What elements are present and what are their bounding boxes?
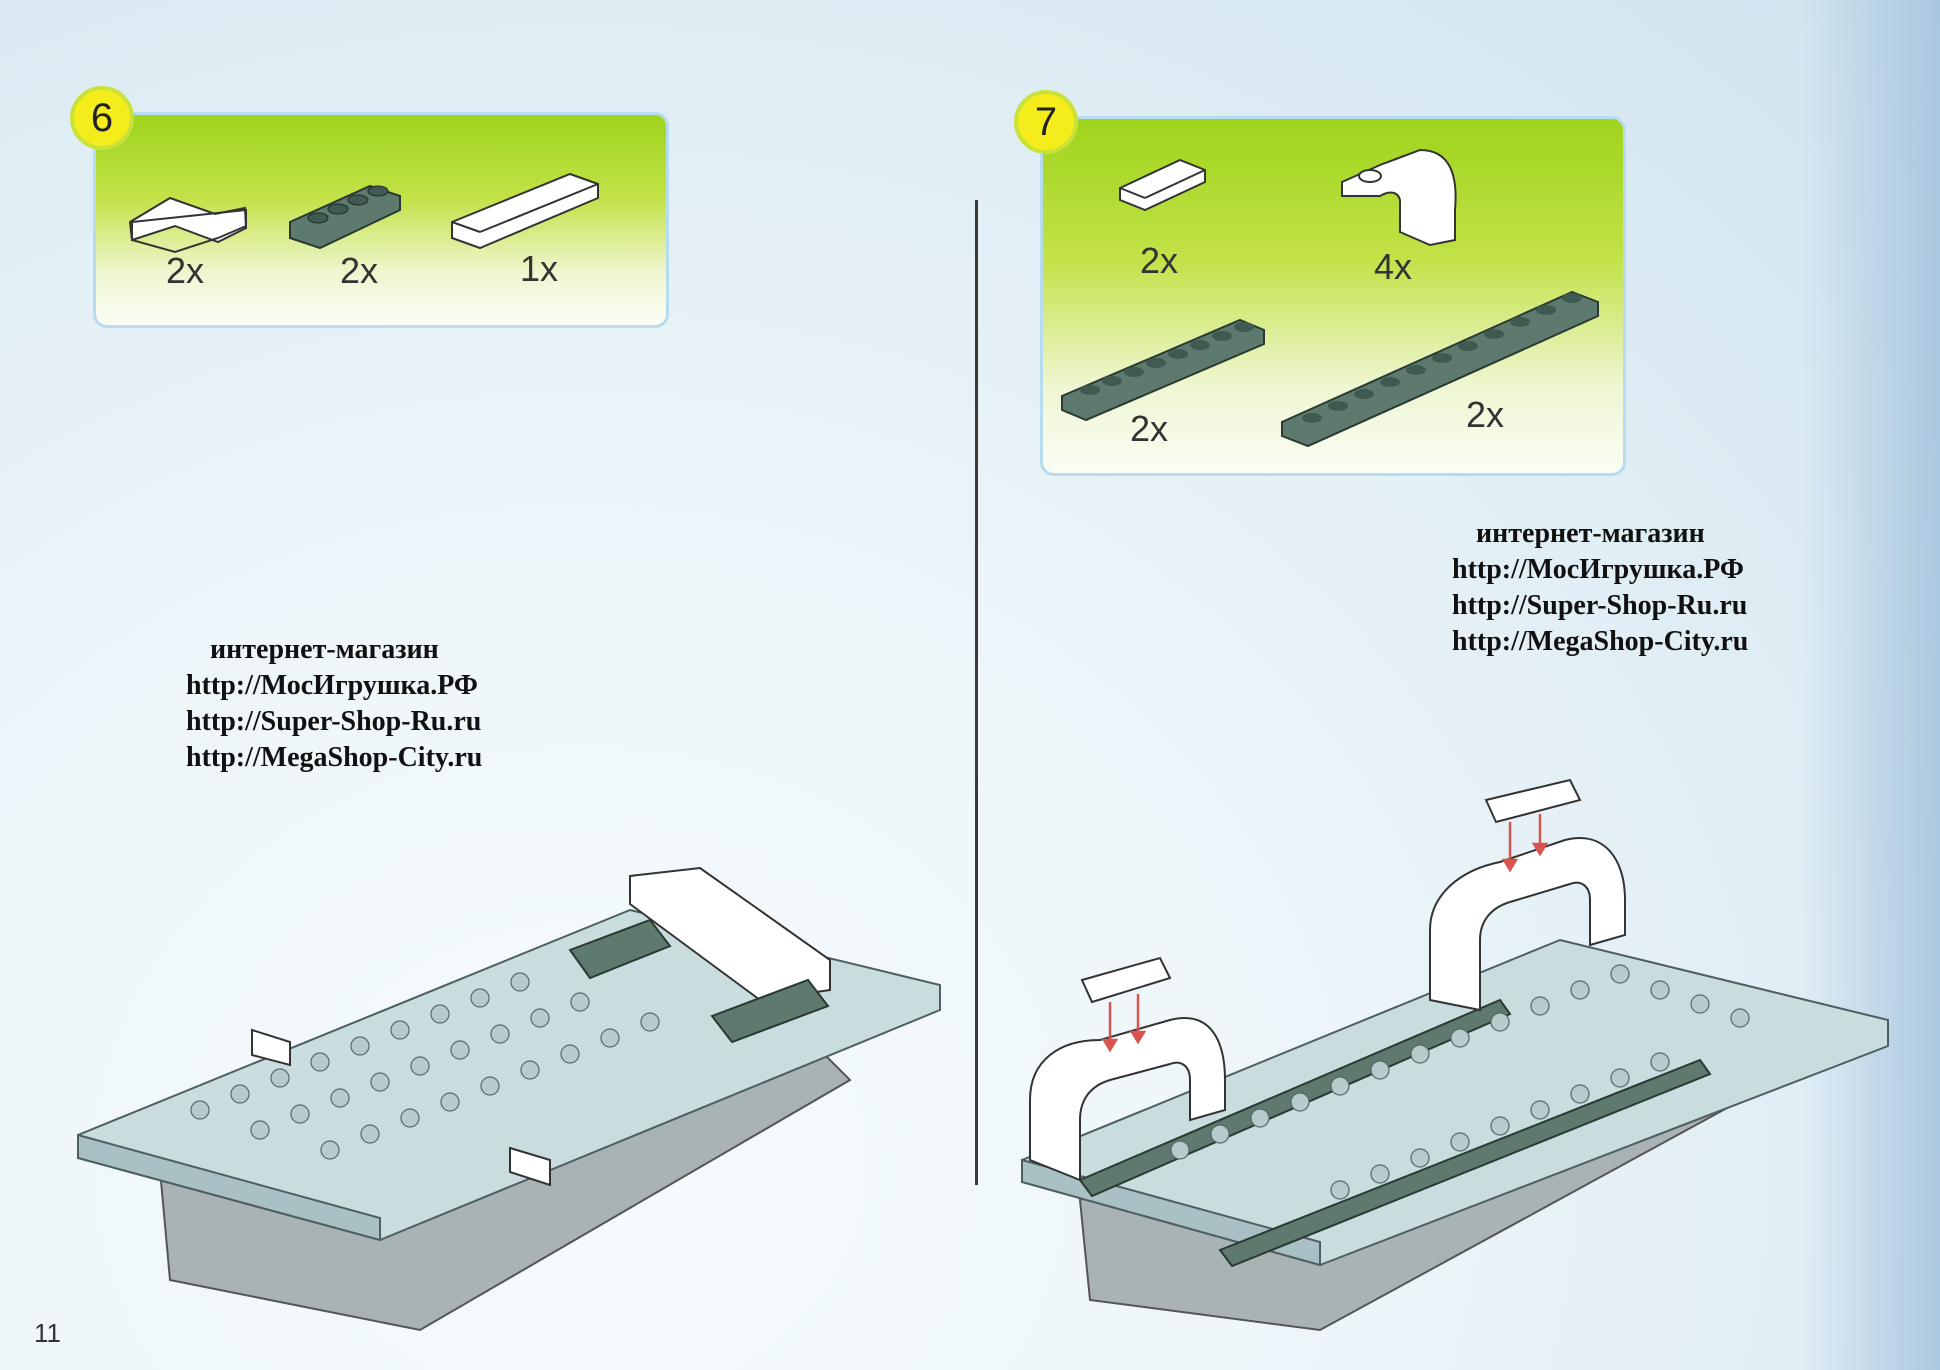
dark-plate-1x12-icon: [1281, 290, 1599, 448]
shop-link: http://Super-Shop-Ru.ru: [1452, 590, 1748, 621]
shop-header: интернет-магазин: [210, 634, 439, 665]
white-tile-1x2-icon: [1119, 158, 1206, 212]
shop-link: http://Super-Shop-Ru.ru: [186, 706, 482, 737]
white-tile-1x6-icon: [451, 172, 599, 250]
shop-link: http://MegaShop-City.ru: [1452, 626, 1749, 657]
shop-link: http://MegaShop-City.ru: [186, 742, 483, 773]
qty-label: 2x: [1140, 240, 1179, 281]
white-arch-bracket-icon: [1341, 148, 1457, 247]
qty-label: 2x: [1130, 408, 1169, 449]
step-7-model-illustration: [1021, 778, 1889, 1332]
dark-plate-1x8-icon: [1061, 318, 1265, 422]
shop-link: http://МосИгрушка.РФ: [1452, 554, 1744, 585]
dark-plate-1x4-icon: [289, 184, 401, 250]
shop-watermark-left: интернет-магазин http://МосИгрушка.РФ ht…: [186, 632, 482, 776]
qty-label: 2x: [1466, 394, 1505, 435]
qty-label: 4x: [1374, 246, 1413, 287]
step-6-badge: 6: [70, 86, 134, 150]
step-6-model-illustration: [77, 866, 941, 1332]
shop-link: http://МосИгрушка.РФ: [186, 670, 478, 701]
step-7-badge: 7: [1014, 90, 1078, 154]
qty-label: 1x: [520, 248, 559, 289]
shop-header: интернет-магазин: [1476, 518, 1705, 549]
white-l-plate-icon: [128, 196, 248, 254]
page-divider: [975, 200, 978, 1185]
qty-label: 2x: [166, 250, 205, 291]
shop-watermark-right: интернет-магазин http://МосИгрушка.РФ ht…: [1452, 516, 1748, 660]
qty-label: 2x: [340, 250, 379, 291]
page-number: 11: [34, 1318, 61, 1348]
page-edge-shade: [1800, 0, 1940, 1370]
